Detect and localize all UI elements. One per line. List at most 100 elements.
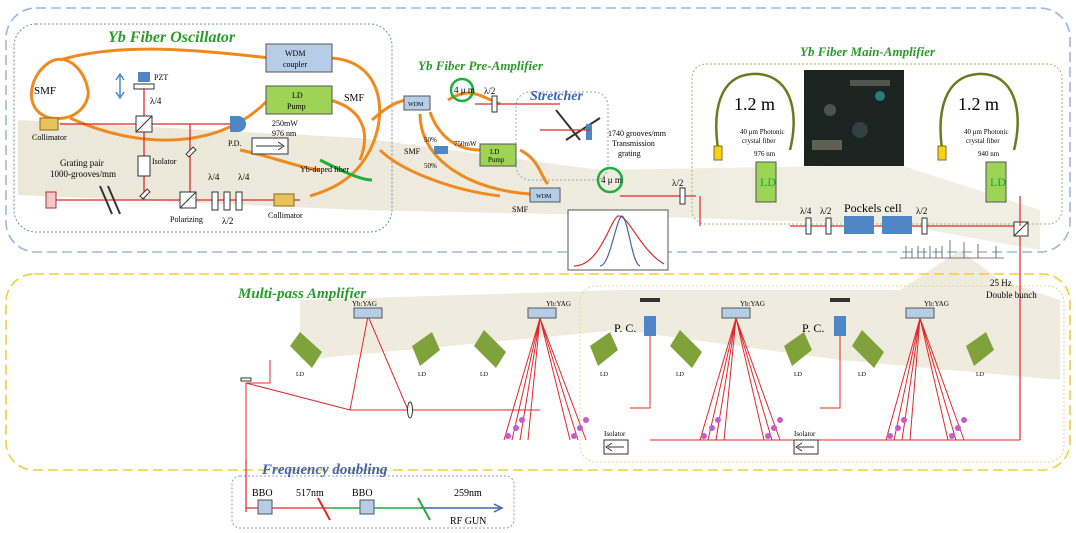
ld-mp-7: LD <box>858 372 867 378</box>
hwp-pre-label: λ/2 <box>484 86 495 96</box>
ld-mp-1: LD <box>296 372 305 378</box>
beam-band-mid <box>300 250 1060 380</box>
qwp-main <box>805 217 812 235</box>
isolator-osc-label: Isolator <box>152 157 177 166</box>
main-collimator-2 <box>937 145 947 161</box>
grating-stretcher-label: 1740 grooves/mm <box>608 129 667 138</box>
pump-pre-label: Pump <box>488 156 505 164</box>
grating-pair-label: Grating pair <box>60 158 104 168</box>
pockels-label: Pockels cell <box>844 201 902 215</box>
ybyag-4: Yb:YAG <box>924 300 949 308</box>
pc-mount-2 <box>830 298 850 302</box>
collimator-right <box>273 193 295 207</box>
mirror-mp-1 <box>240 377 252 382</box>
pc-label-1: P. C. <box>614 321 636 335</box>
mirror-diag-osc <box>185 146 197 158</box>
wdm-pre-2 <box>529 187 561 203</box>
fiber-coil-2 <box>596 166 624 194</box>
main-ld-2-label: LD <box>990 175 1006 189</box>
main-fiber-coil-1 <box>715 72 795 161</box>
ld-wavelength-label: 976 nm <box>272 129 297 138</box>
mainamp-frame <box>691 63 1063 225</box>
pd-label: P.D. <box>228 139 241 148</box>
lens-mp-1 <box>407 401 413 419</box>
ld-pump-group-3 <box>670 307 812 368</box>
ld-pump-group-2 <box>474 307 618 368</box>
pc-cell-2 <box>834 316 846 336</box>
wdm-pre-1-label: WDM <box>408 102 424 108</box>
main-ld-wl-1: 976 nm <box>754 150 776 158</box>
main-ld-wl-2: 940 nm <box>978 150 1000 158</box>
multipass-frame <box>5 273 1071 471</box>
collimator-left <box>39 117 59 131</box>
waveplate-2 <box>223 191 231 211</box>
fiber-len-main-1: 1.2 m <box>734 94 775 114</box>
smf-pre-2: SMF <box>512 205 529 214</box>
ybyag-2: Yb:YAG <box>546 300 571 308</box>
top-section-frame <box>5 7 1071 253</box>
bunch-label: Double bunch <box>986 290 1037 300</box>
ld-label: LD <box>292 91 303 100</box>
main-fiber-coil-2 <box>939 72 1019 161</box>
qwp-pzt-label: λ/4 <box>150 96 162 106</box>
hwp-main-1-label: λ/2 <box>820 206 831 216</box>
main-ld-2 <box>985 161 1007 203</box>
ld-mp-5: LD <box>676 372 685 378</box>
mirror-osc-bottom <box>139 188 151 200</box>
rep-label: 25 Hz <box>990 278 1012 288</box>
hwp-main-2-label: λ/2 <box>916 206 927 216</box>
ld-pump-pre <box>479 143 517 167</box>
wdm-pre-2-label: WDM <box>536 194 552 200</box>
dichroic-1 <box>317 497 331 521</box>
doubling-title: Frequency doubling <box>261 462 388 478</box>
split-label-1: 50% <box>424 136 437 144</box>
qwp-label-2: λ/4 <box>238 172 250 182</box>
main-ld-1 <box>755 161 777 203</box>
spectrum-curve-red <box>573 215 665 267</box>
stretcher-frame <box>515 91 609 181</box>
multipass-red-beams <box>245 314 1020 460</box>
oscillator-title: Yb Fiber Oscillator <box>108 29 236 46</box>
ybyag-1: Yb:YAG <box>352 300 377 308</box>
isolator-mp-2-label: Isolator <box>794 430 816 438</box>
grating-osc-2 <box>99 185 113 215</box>
wdm-pre-1 <box>403 95 431 111</box>
dichroic-2 <box>417 497 431 521</box>
bbo-crystal-1 <box>257 499 273 515</box>
waveplate-3 <box>235 191 243 211</box>
collimator-right-label: Collimator <box>268 211 303 220</box>
fiber-len-1: 4 μ m <box>454 85 475 95</box>
oscillator-fibers <box>30 47 382 198</box>
hwp-main-2 <box>921 217 928 235</box>
photodiode <box>230 116 246 132</box>
ld-pre-label: LD <box>490 148 499 156</box>
ld750-label: 750mW <box>454 140 477 148</box>
mainamp-title: Yb Fiber Main-Amplifier <box>800 44 936 59</box>
wdm-label: WDM <box>285 49 305 58</box>
blue-component-pre <box>434 146 448 154</box>
pzt-arrow-icon <box>115 72 125 100</box>
grating-osc-1 <box>45 191 57 209</box>
multipass-title: Multi-pass Amplifier <box>237 286 366 302</box>
pulse-train <box>900 240 1004 259</box>
bbo-label-1: BBO <box>252 488 273 499</box>
pcf-a-1: 40 μm Photonic <box>740 128 785 136</box>
ld-pump-box <box>265 85 333 115</box>
ld-pump-group-1 <box>290 307 440 368</box>
pockels-cell-1 <box>844 216 874 234</box>
coupler-label: coupler <box>283 60 307 69</box>
bbo-label-2: BBO <box>352 488 373 499</box>
stretcher-grating-1 <box>555 109 581 141</box>
fiber-len-2: 4 μ m <box>601 175 622 185</box>
wl-259-label: 259nm <box>454 488 482 499</box>
pc-cell-1 <box>644 316 656 336</box>
main-collimator-1 <box>713 145 723 161</box>
ld-mp-8: LD <box>976 372 985 378</box>
preamp-title: Yb Fiber Pre-Amplifier <box>418 58 544 73</box>
rf-gun-label: RF GUN <box>450 516 486 527</box>
main-ld-1-label: LD <box>760 175 776 189</box>
isolator-osc <box>137 155 151 177</box>
ybyag-3: Yb:YAG <box>740 300 765 308</box>
spectrum-curve-blue <box>599 215 641 267</box>
